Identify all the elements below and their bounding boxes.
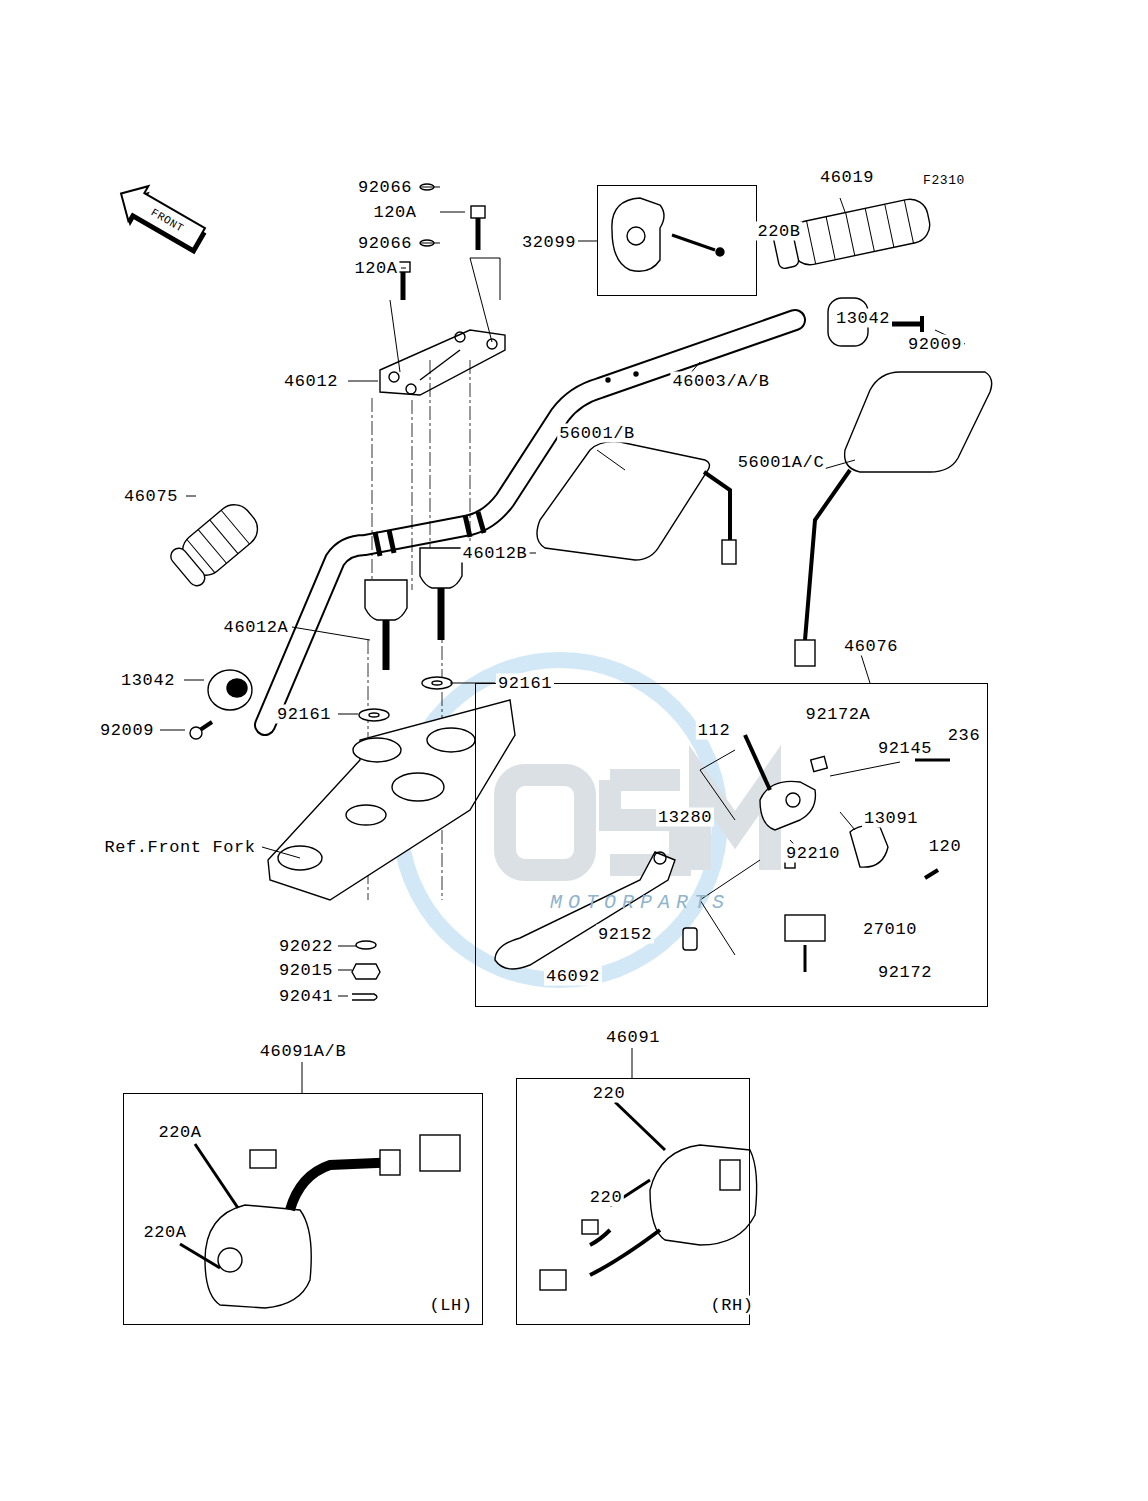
callout-number: 92210 [784,844,842,863]
group-part-number: 32099 [520,233,578,252]
callout-number: 92145 [876,739,934,758]
callout-number: 13042 [119,671,177,690]
callout-number: 13042 [834,309,892,328]
watermark-text: MOTORPARTS [548,892,732,914]
callout-number: 120A [371,203,418,222]
callout-number: F2310 [921,173,967,188]
callout-number: 220A [156,1123,203,1142]
group-part-number: 46091A/B [258,1042,348,1061]
group-part-number: 46091 [604,1028,662,1047]
callout-number: 112 [696,721,732,740]
callout-number: 92015 [277,961,335,980]
callout-number: 92066 [356,234,414,253]
callout-number: 92009 [906,335,964,354]
callout-number: 120 [927,837,963,856]
callout-number: 46012A [222,618,291,637]
callout-number: 46012 [282,372,340,391]
callout-number: 27010 [861,920,919,939]
callout-number: 92066 [356,178,414,197]
part-group-box: 32099 [597,185,757,296]
callout-number: 220A [141,1223,188,1242]
callout-number: 220 [591,1084,627,1103]
callout-number: 13091 [862,809,920,828]
part-group-box: 46091 [516,1078,750,1325]
callout-number: (LH) [427,1296,474,1315]
callout-number: 92152 [596,925,654,944]
callout-number: 92161 [496,674,554,693]
callout-number: 46003/A/B [670,372,771,391]
callout-number: 92022 [277,937,335,956]
callout-number: 92172 [876,963,934,982]
callout-number: 220B [755,222,802,241]
callout-number: 46019 [818,168,876,187]
callout-number: 92009 [98,721,156,740]
callout-number: 220 [588,1188,624,1207]
callout-number: 46075 [122,487,180,506]
callout-number: 46012B [461,544,530,563]
callout-number: 92161 [275,705,333,724]
callout-number: 46092 [544,967,602,986]
front-arrow [109,176,212,261]
callout-number: 92172A [804,705,873,724]
callout-number: 13280 [656,808,714,827]
callout-number: 92041 [277,987,335,1006]
callout-number: 56001/B [557,424,637,443]
callout-number: 236 [946,726,982,745]
group-part-number: 46076 [842,637,900,656]
callout-number: (RH) [708,1296,755,1315]
callout-number: 56001A/C [736,453,826,472]
callout-number: 120A [352,259,399,278]
callout-number: Ref.Front Fork [102,838,257,857]
